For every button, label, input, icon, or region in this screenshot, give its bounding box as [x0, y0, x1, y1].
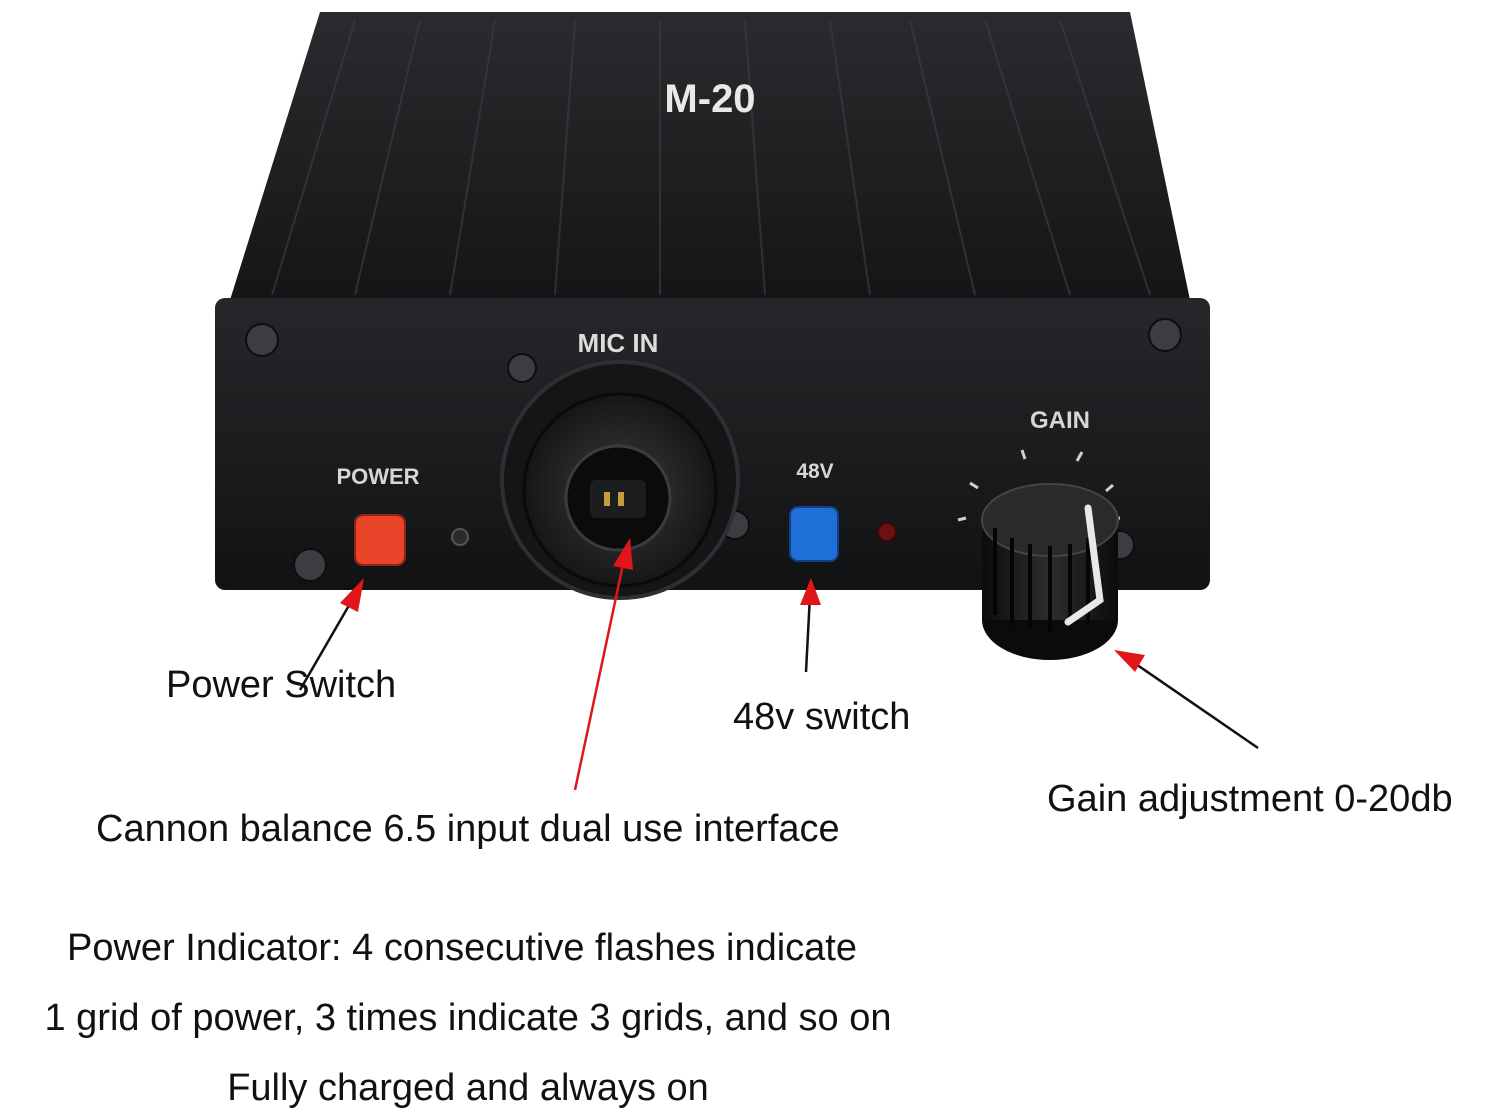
top-ridges: [271, 19, 1151, 296]
phantom-pointer-arrow: [800, 578, 821, 673]
jack-pointer-arrow: [573, 538, 633, 791]
power-indicator-led: [451, 528, 469, 546]
model-label: M-20: [664, 77, 755, 121]
note-line-2: 1 grid of power, 3 times indicate 3 grid…: [44, 997, 892, 1039]
phantom-indicator-led: [877, 522, 897, 542]
gain-pointer-arrow: [1114, 650, 1259, 750]
input-callout: Cannon balance 6.5 input dual use interf…: [96, 808, 840, 850]
gain-label: GAIN: [1030, 407, 1090, 434]
combo-jack: [500, 360, 740, 600]
note-line-1: Power Indicator: 4 consecutive flashes i…: [67, 927, 857, 969]
power-switch-callout: Power Switch: [166, 664, 397, 706]
power-button: [354, 514, 406, 566]
phantom-label: 48V: [796, 460, 833, 483]
gain-knob: [981, 483, 1119, 660]
gain-callout: Gain adjustment 0-20db: [1047, 778, 1453, 820]
power-label: POWER: [336, 464, 419, 489]
power-pointer-arrow: [298, 578, 364, 691]
mic-in-label: MIC IN: [578, 328, 659, 358]
phantom-button: [789, 506, 839, 562]
phantom-switch-callout: 48v switch: [733, 696, 911, 738]
note-line-3: Fully charged and always on: [227, 1067, 709, 1109]
enclosure-top: [230, 12, 1190, 300]
